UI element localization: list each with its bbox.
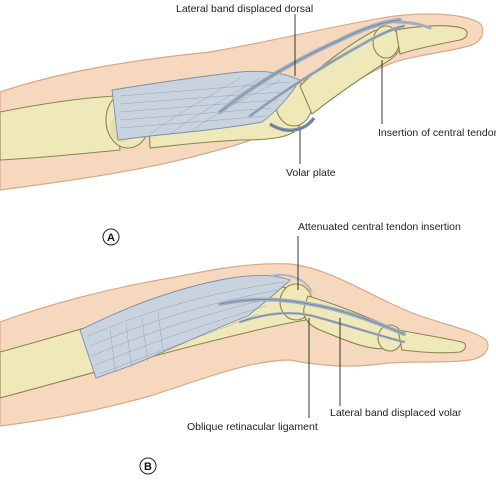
bone-shaft-a: [0, 95, 121, 161]
label-volar-plate: Volar plate: [286, 167, 336, 179]
panel-b: Attenuated central tendon insertion Late…: [0, 221, 489, 475]
central-slip-b: [269, 274, 313, 293]
label-lateral-band-dorsal: Lateral band displaced dorsal: [176, 3, 313, 15]
label-oblique-retinacular: Oblique retinacular ligament: [187, 421, 318, 433]
finger-skin-b: [0, 263, 489, 427]
panel-a-letter: A: [107, 232, 115, 244]
panel-a: Lateral band displaced dorsal Insertion …: [0, 3, 496, 246]
extensor-fibers-b: [87, 281, 285, 375]
label-insertion-central-tendon: Insertion of central tendon: [378, 127, 496, 139]
bone-distal-phalanx-b: [397, 329, 467, 354]
bone-distal-phalanx-a: [395, 25, 468, 55]
terminal-tendon-a: [394, 20, 432, 30]
panel-b-circle: [139, 457, 157, 475]
extensor-fibers-a: [119, 77, 291, 135]
label-lateral-band-volar: Lateral band displaced volar: [330, 407, 462, 419]
label-attenuated-central-tendon: Attenuated central tendon insertion: [298, 221, 461, 233]
panel-b-letter: B: [144, 461, 152, 473]
panel-a-circle: [102, 228, 120, 246]
